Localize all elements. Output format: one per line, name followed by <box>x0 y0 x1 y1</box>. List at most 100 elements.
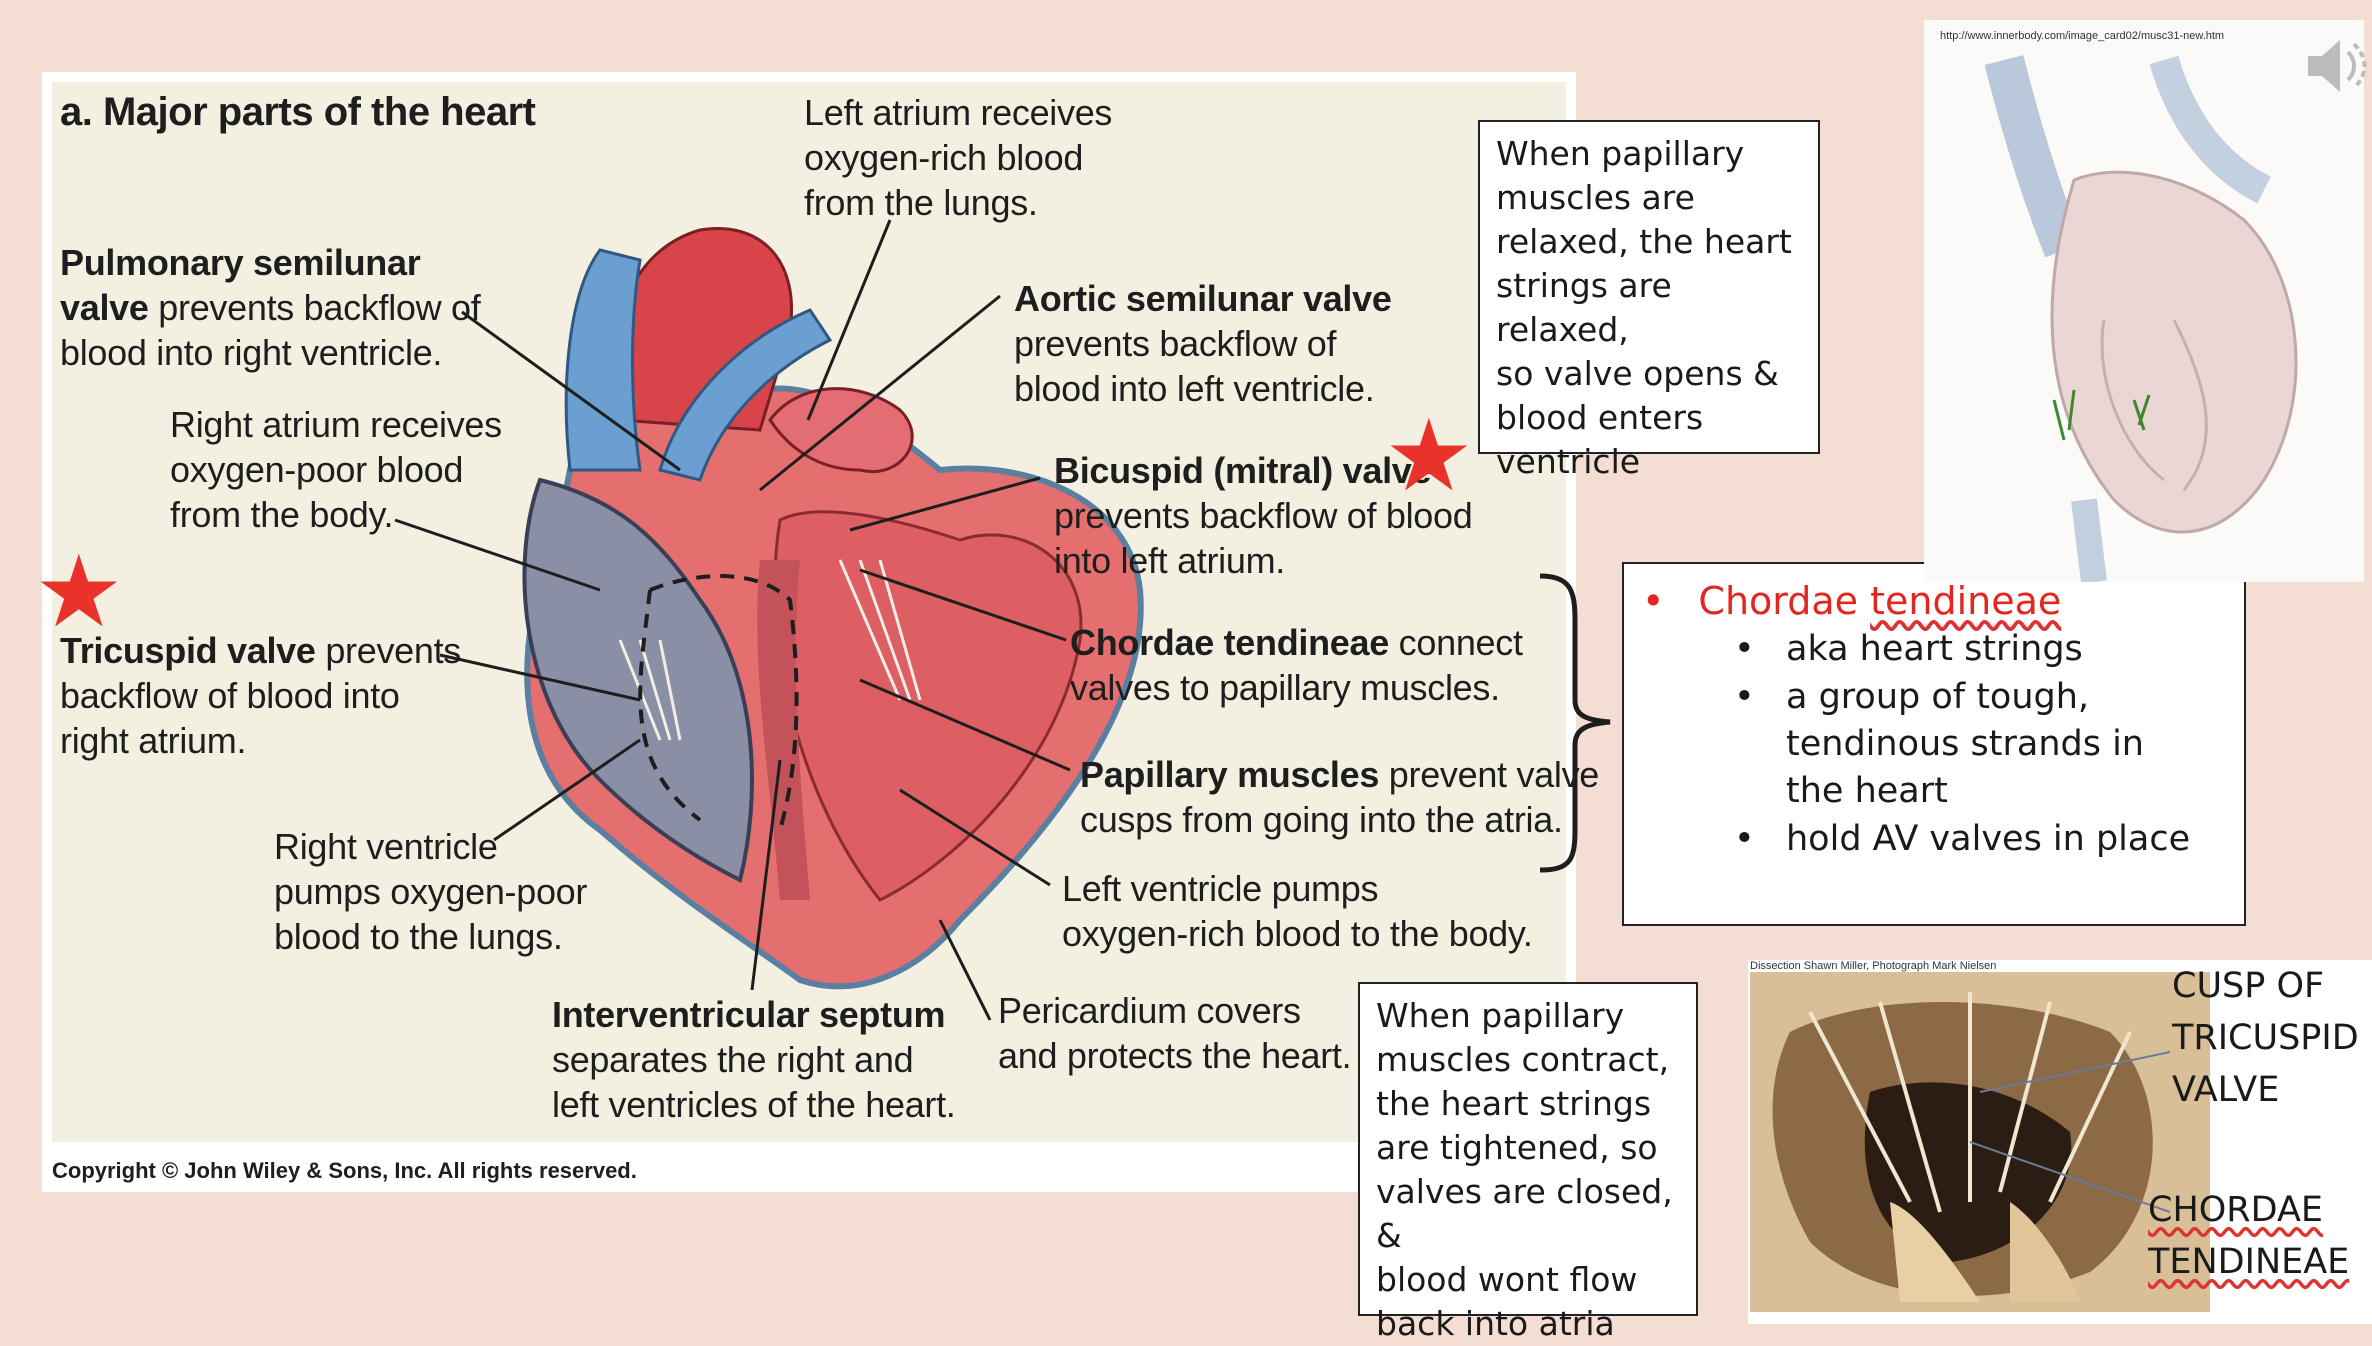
label-bold: Interventricular septum <box>552 994 946 1035</box>
label-bold: Chordae tendineae <box>1070 622 1389 663</box>
left-ventricle <box>773 510 1083 902</box>
label-pulmonary-valve: Pulmonary semilunar valve prevents backf… <box>60 240 481 375</box>
copyright-text: Copyright © John Wiley & Sons, Inc. All … <box>52 1158 637 1183</box>
note-line: blood wont flow <box>1376 1260 1638 1299</box>
label-aortic-valve: Aortic semilunar valve prevents backflow… <box>1014 276 1392 411</box>
label-papillary-muscles: Papillary muscles prevent valve cusps fr… <box>1080 752 1599 842</box>
label-line: cusps from going into the atria. <box>1080 799 1563 840</box>
note-chordae-tendineae: • Chordae tendineae • aka heart strings •… <box>1622 562 2246 926</box>
label-interventricular-septum: Interventricular septum separates the ri… <box>552 992 956 1127</box>
note-line: valves are closed, & <box>1376 1172 1673 1255</box>
septum-shape <box>757 560 810 900</box>
label-line: into left atrium. <box>1054 540 1285 581</box>
label-line: connect <box>1388 622 1523 663</box>
label-line: prevents <box>315 630 462 671</box>
star-icon: ★ <box>1384 400 1474 512</box>
note-heading: • Chordae tendineae <box>1642 576 2061 626</box>
label-left-ventricle: Left ventricle pumps oxygen-rich blood t… <box>1062 866 1533 956</box>
left-atrium <box>768 387 914 473</box>
label-bold: Bicuspid (mitral) valve <box>1054 450 1432 491</box>
label-line: backflow of blood into <box>60 675 400 716</box>
label-bold: Pulmonary semilunar <box>60 242 421 283</box>
note-line: When papillary <box>1496 134 1745 173</box>
label-right-atrium: Right atrium receives oxygen-poor blood … <box>170 402 502 537</box>
note-line: back into atria <box>1376 1304 1615 1343</box>
star-icon: ★ <box>34 536 124 648</box>
photo-label-line: CUSP OF <box>2172 966 2325 1006</box>
list-item-text: aka heart strings <box>1786 629 2083 669</box>
thumbnail-url: http://www.innerbody.com/image_card02/mu… <box>1940 30 2225 42</box>
label-chordae-photo: CHORDAE TENDINEAE <box>2148 1184 2349 1288</box>
note-line: relaxed, the heart <box>1496 222 1792 261</box>
label-bold: valve <box>60 287 149 328</box>
label-line: prevents backflow of <box>1014 323 1337 364</box>
note-line: are tightened, so <box>1376 1128 1658 1167</box>
label-line: prevents backflow of <box>148 287 481 328</box>
brace <box>1539 573 1611 873</box>
figure-title: a. Major parts of the heart <box>60 90 536 134</box>
bullet: • <box>1734 819 1755 859</box>
label-line: prevents backflow of blood <box>1054 495 1473 536</box>
photo-label-line: CHORDAE <box>2148 1190 2324 1230</box>
note-contract: When papillary muscles contract, the hea… <box>1358 982 1698 1343</box>
label-bicuspid-valve: Bicuspid (mitral) valve prevents backflo… <box>1054 448 1473 583</box>
right-heart <box>522 477 754 883</box>
note-line: the heart strings <box>1376 1084 1652 1123</box>
label-bold: Aortic semilunar valve <box>1014 278 1392 319</box>
label-line: blood into left ventricle. <box>1014 368 1375 409</box>
label-line: prevent valve <box>1379 754 1600 795</box>
dashed-boundary <box>638 574 799 831</box>
note-line: muscles contract, <box>1376 1040 1670 1079</box>
thumbnail-illustration <box>1984 55 2298 584</box>
vena-cava <box>564 248 642 472</box>
photo-label-line: VALVE <box>2172 1070 2280 1110</box>
label-cusp-tricuspid: CUSP OF TRICUSPID VALVE <box>2172 960 2359 1116</box>
photo-label-line: TENDINEAE <box>2148 1242 2350 1282</box>
label-line: separates the right and <box>552 1039 914 1080</box>
label-line: blood into right ventricle. <box>60 332 443 373</box>
label-line: and protects the heart. <box>998 1035 1352 1076</box>
dissection-photo <box>1750 972 2210 1312</box>
label-line: from the lungs. <box>804 182 1038 223</box>
label-line: valves to papillary muscles. <box>1070 667 1500 708</box>
heart-thumbnail: http://www.innerbody.com/image_card02/mu… <box>1924 20 2364 584</box>
note-line: so valve opens & <box>1496 354 1779 393</box>
label-bold: Tricuspid valve <box>60 630 316 671</box>
label-line: Pericardium covers <box>998 990 1301 1031</box>
note-relaxed: When papillary muscles are relaxed, the … <box>1478 120 1820 481</box>
list-item-text: a group of tough, tendinous strands in t… <box>1786 677 2144 811</box>
label-pericardium: Pericardium covers and protects the hear… <box>998 988 1352 1078</box>
label-line: pumps oxygen-poor <box>274 871 588 912</box>
note-line: muscles are <box>1496 178 1695 217</box>
label-line: from the body. <box>170 494 394 535</box>
dissection-photo-panel: Dissection Shawn Miller, Photograph Mark… <box>1748 960 2372 1324</box>
bullet: • <box>1734 677 1755 717</box>
speaker-icon[interactable] <box>2300 30 2372 102</box>
leader-lines <box>394 219 1071 1021</box>
label-line: Left atrium receives <box>804 92 1113 133</box>
note-heading-text: tendineae <box>1870 579 2062 623</box>
label-line: oxygen-rich blood to the body. <box>1062 913 1533 954</box>
label-line: oxygen-rich blood <box>804 137 1084 178</box>
note-heading-text: Chordae <box>1698 579 1871 623</box>
label-line: blood to the lungs. <box>274 916 563 957</box>
photo-label-line: TRICUSPID <box>2172 1018 2359 1058</box>
label-left-atrium: Left atrium receives oxygen-rich blood f… <box>804 90 1112 225</box>
label-chordae-tendineae: Chordae tendineae connect valves to papi… <box>1070 620 1523 710</box>
label-tricuspid-valve: Tricuspid valve prevents backflow of blo… <box>60 628 461 763</box>
photo-credit: Dissection Shawn Miller, Photograph Mark… <box>1750 960 1997 972</box>
label-line: Right ventricle <box>274 826 498 867</box>
bullet: • <box>1642 579 1665 623</box>
note-line: ventricle <box>1496 442 1641 481</box>
label-bold: Papillary muscles <box>1080 754 1380 795</box>
label-right-ventricle: Right ventricle pumps oxygen-poor blood … <box>274 824 587 959</box>
label-line: right atrium. <box>60 720 247 761</box>
label-line: left ventricles of the heart. <box>552 1084 956 1125</box>
label-line: Right atrium receives <box>170 404 502 445</box>
note-line: strings are relaxed, <box>1496 266 1672 349</box>
label-line: Left ventricle pumps <box>1062 868 1379 909</box>
pulmonary-trunk <box>658 308 833 482</box>
bullet: • <box>1734 629 1755 669</box>
note-line: blood enters <box>1496 398 1704 437</box>
